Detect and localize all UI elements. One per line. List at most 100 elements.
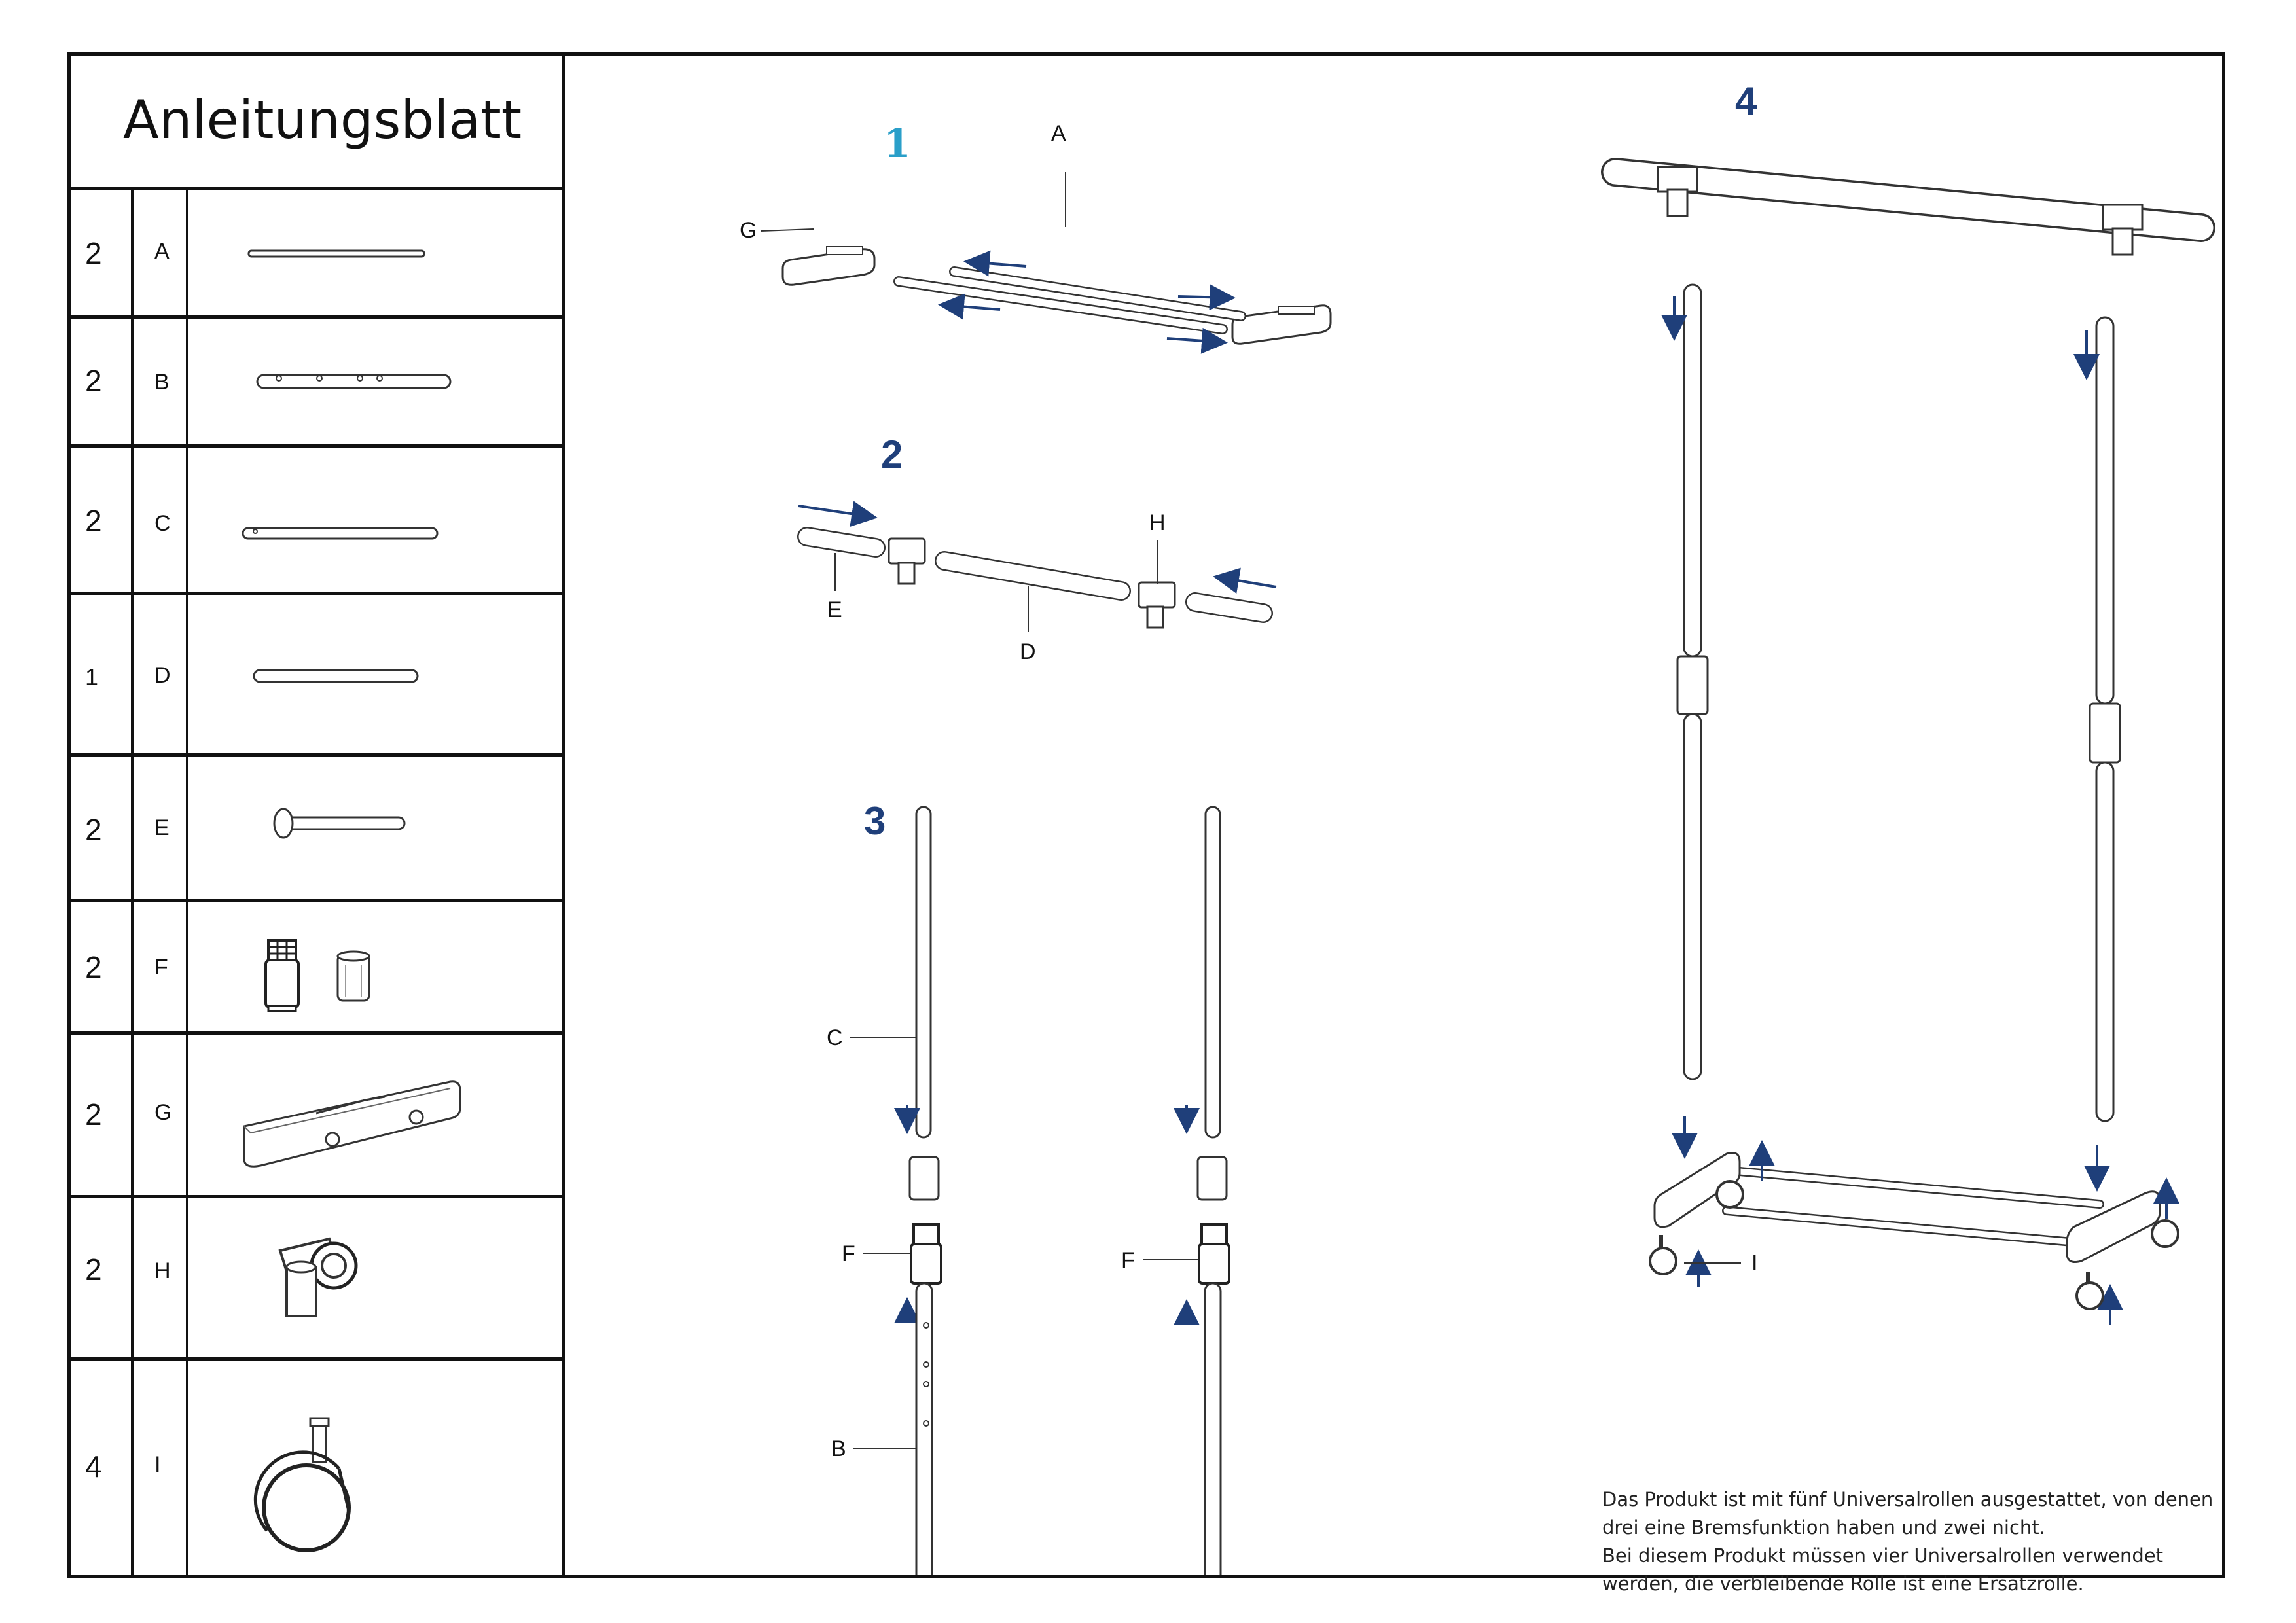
title-cell: Anleitungsblatt xyxy=(71,56,562,190)
parts-list: Anleitungsblatt 2 A 2 B 2 xyxy=(71,56,565,1575)
part-quantity: 2 xyxy=(85,504,102,538)
cross-bar-icon xyxy=(253,669,419,683)
caster-wheel-icon xyxy=(1715,1180,1744,1209)
part-row-a: 2 A xyxy=(71,190,562,319)
arrow-icon xyxy=(963,250,1027,277)
note-line: drei eine Bremsfunktion haben und zwei n… xyxy=(1602,1516,2045,1539)
part-label-f-right: F xyxy=(1121,1248,1135,1273)
part-quantity: 2 xyxy=(85,236,102,270)
step-4: 4 xyxy=(1601,79,2215,1325)
part-letter: G xyxy=(154,1100,172,1125)
part-label-g: G xyxy=(740,218,757,243)
step-number: 1 xyxy=(884,121,911,167)
connector-f-right xyxy=(1198,1243,1230,1285)
part-row-h: 2 H xyxy=(71,1198,562,1361)
part-letter: F xyxy=(154,955,168,980)
arrow-icon xyxy=(798,501,878,527)
holed-tube-icon xyxy=(256,374,452,389)
cap-left xyxy=(908,1156,940,1201)
connector-f-left xyxy=(910,1243,942,1285)
caster-wheel-icon xyxy=(2151,1219,2179,1248)
short-rod-icon xyxy=(247,249,425,258)
connector-icon xyxy=(264,939,370,1012)
pole-left-lower xyxy=(1683,713,1702,1080)
part-row-g: 2 G xyxy=(71,1035,562,1198)
part-label-b: B xyxy=(831,1436,846,1461)
holed-tube-b-left xyxy=(915,1282,933,1575)
part-row-f: 2 F xyxy=(71,902,562,1035)
upper-tube-c-right xyxy=(1204,806,1221,1139)
pole-right-upper xyxy=(2095,316,2115,705)
part-quantity: 2 xyxy=(85,813,102,847)
part-label-c: C xyxy=(827,1026,843,1050)
arrow-icon xyxy=(1213,567,1277,594)
part-label-f-left: F xyxy=(842,1241,855,1266)
column-divider xyxy=(186,190,188,1575)
caster-wheel-icon xyxy=(1649,1247,1677,1275)
part-row-b: 2 B xyxy=(71,319,562,448)
column-divider xyxy=(131,190,134,1575)
pole-left-joint xyxy=(1676,655,1709,715)
part-label-a: A xyxy=(1051,121,1066,146)
step-1: 1 A G xyxy=(740,121,1332,354)
part-letter: H xyxy=(154,1258,171,1283)
caster-wheel-icon xyxy=(2075,1281,2104,1310)
tee-joint-right xyxy=(1138,581,1176,609)
tee-joint-left xyxy=(888,537,926,565)
cross-bar-d xyxy=(936,552,1130,599)
part-quantity: 2 xyxy=(85,1097,102,1132)
step-number: 3 xyxy=(864,799,886,843)
part-quantity: 2 xyxy=(85,950,102,984)
part-row-d: 1 D xyxy=(71,595,562,757)
tee-joint-icon xyxy=(278,1237,358,1317)
upper-tube-icon xyxy=(242,527,439,540)
end-bar-icon xyxy=(273,808,406,839)
cap-right xyxy=(1196,1156,1228,1201)
rod-a-upper xyxy=(950,268,1245,320)
part-quantity: 4 xyxy=(85,1450,102,1484)
step-2: 2 H E D xyxy=(797,433,1277,664)
part-letter: D xyxy=(154,663,171,688)
sheet-title: Anleitungsblatt xyxy=(123,90,522,151)
part-label-e: E xyxy=(827,597,842,622)
note-line: Bei diesem Produkt müssen vier Universal… xyxy=(1602,1544,2164,1567)
arrow-icon xyxy=(1177,284,1236,311)
base-rails xyxy=(1723,1168,2103,1247)
pole-left-upper xyxy=(1683,283,1702,658)
caster-note: Das Produkt ist mit fünf Universalrollen… xyxy=(1602,1486,2217,1598)
caster-wheel-icon xyxy=(253,1417,351,1552)
foot-base-left xyxy=(781,248,876,286)
part-label-i: I xyxy=(1751,1251,1757,1275)
arrow-icon xyxy=(1166,327,1228,354)
part-letter: I xyxy=(154,1452,161,1477)
step-number: 2 xyxy=(881,433,903,476)
part-row-e: 2 E xyxy=(71,757,562,902)
part-quantity: 2 xyxy=(85,364,102,398)
note-line: Das Produkt ist mit fünf Universalrollen… xyxy=(1602,1488,2214,1510)
part-letter: A xyxy=(154,239,170,264)
foot-base-icon xyxy=(243,1080,461,1168)
arrow-icon xyxy=(938,293,1001,320)
step-number: 4 xyxy=(1735,79,1757,123)
note-line: werden, die verbleibende Rolle ist eine … xyxy=(1602,1573,2084,1595)
part-quantity: 2 xyxy=(85,1253,102,1287)
part-letter: C xyxy=(154,511,171,536)
foot-base-right xyxy=(1231,304,1332,345)
rod-a-lower xyxy=(895,277,1227,333)
part-row-i: 4 I xyxy=(71,1361,562,1582)
part-letter: B xyxy=(154,370,170,395)
part-label-d: D xyxy=(1020,639,1036,664)
pole-right-lower xyxy=(2095,761,2115,1122)
part-letter: E xyxy=(154,815,170,840)
pole-right-joint xyxy=(2089,702,2121,764)
part-quantity: 1 xyxy=(85,664,99,690)
part-label-h: H xyxy=(1149,510,1166,535)
instruction-sheet: Anleitungsblatt 2 A 2 B 2 xyxy=(67,52,2225,1595)
holed-tube-b-right xyxy=(1204,1282,1222,1575)
assembly-diagram: 1 A G 2 xyxy=(740,79,2215,1575)
step-3: 3 C F F B xyxy=(827,799,1230,1575)
part-row-c: 2 C xyxy=(71,448,562,595)
upper-tube-c-left xyxy=(915,806,932,1139)
end-bar-left xyxy=(798,528,884,556)
end-bar-right xyxy=(1187,594,1272,622)
